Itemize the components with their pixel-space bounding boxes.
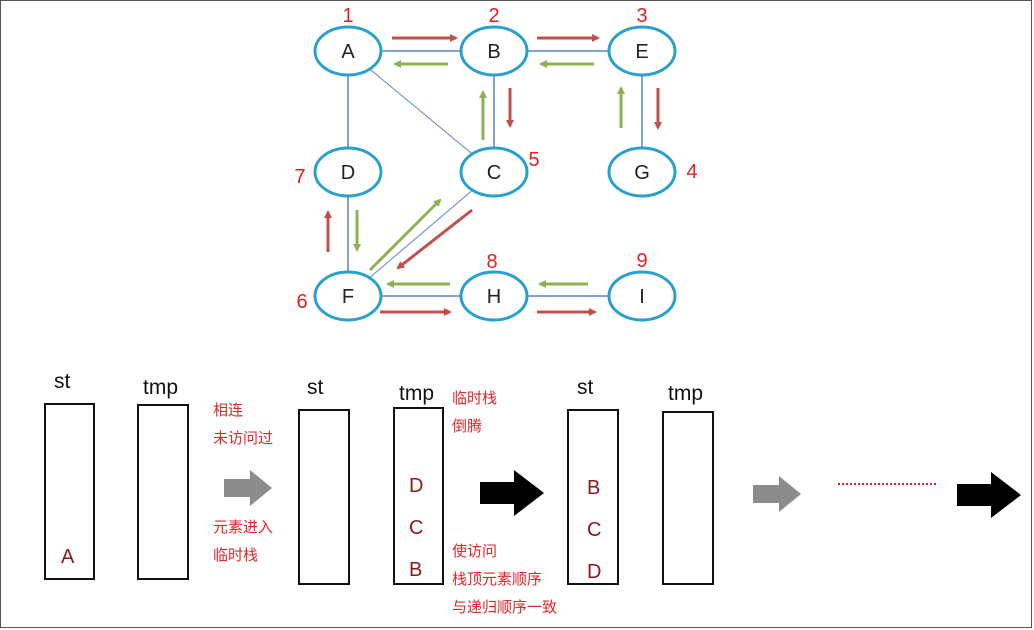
node-label-d: D bbox=[341, 162, 355, 184]
node-label-b: B bbox=[487, 41, 500, 63]
node-label-f: F bbox=[342, 286, 354, 308]
ellipsis-dots bbox=[838, 483, 936, 485]
visit-order-a: 1 bbox=[342, 5, 353, 27]
note-order-consistent: 使访问 栈顶元素顺序 与递归顺序一致 bbox=[452, 538, 557, 622]
graph-node-a: A bbox=[313, 25, 383, 77]
traversal-arrow-c-f bbox=[396, 208, 473, 270]
node-label-i: I bbox=[639, 286, 645, 308]
node-label-h: H bbox=[487, 286, 501, 308]
note2-line1: 临时栈 bbox=[452, 390, 498, 407]
panel3-st-stack: B C D bbox=[567, 409, 619, 585]
visit-order-f: 6 bbox=[296, 291, 307, 313]
note-flip-temp: 临时栈 倒腾 bbox=[452, 385, 497, 441]
panel1-st-stack: A bbox=[44, 403, 95, 580]
note-push-temp: 元素进入 临时栈 bbox=[213, 514, 273, 570]
panel1-tmp-stack bbox=[137, 404, 189, 580]
graph-node-d: D bbox=[313, 146, 383, 198]
graph-node-e: E bbox=[607, 25, 677, 77]
panel3-tmp-label: tmp bbox=[668, 382, 704, 405]
right-arrow-grey-icon bbox=[753, 476, 801, 512]
node-label-g: G bbox=[634, 162, 650, 184]
visit-order-g: 4 bbox=[686, 161, 697, 183]
dfs-graph: A 1B 2E 3G 4 C 5F 6 D 7H 8I 9 bbox=[294, 5, 698, 322]
node-label-e: E bbox=[635, 41, 648, 63]
note1-line4: 临时栈 bbox=[213, 547, 259, 564]
graph-node-i: I bbox=[607, 270, 677, 322]
panel3-st-item-c: C bbox=[587, 519, 602, 541]
visit-order-h: 8 bbox=[486, 251, 497, 273]
edge-c-f bbox=[347, 171, 495, 297]
panel1-st-label: st bbox=[54, 370, 71, 393]
panel1-st-item-a: A bbox=[61, 546, 75, 568]
graph-node-g: G bbox=[607, 146, 677, 198]
visit-order-e: 3 bbox=[636, 5, 647, 27]
panel3-st-item-b: B bbox=[587, 477, 601, 499]
panel2-tmp-label: tmp bbox=[399, 382, 435, 405]
note3-line2: 栈顶元素顺序 bbox=[452, 571, 543, 588]
backtrack-arrow-f-c bbox=[368, 198, 442, 272]
graph-node-c: C bbox=[459, 146, 529, 198]
node-label-a: A bbox=[341, 41, 355, 63]
panel2-tmp-item-b: B bbox=[409, 559, 423, 581]
panel2-tmp-stack: D C B bbox=[393, 407, 444, 585]
graph-node-f: F bbox=[313, 270, 383, 322]
note2-line2: 倒腾 bbox=[452, 418, 483, 435]
node-label-c: C bbox=[487, 162, 501, 184]
edge-a-c bbox=[347, 50, 495, 173]
note3-line3: 与递归顺序一致 bbox=[452, 599, 558, 616]
panel3-st-item-d: D bbox=[587, 561, 602, 583]
visit-order-d: 7 bbox=[294, 166, 305, 188]
graph-node-h: H bbox=[459, 270, 529, 322]
note-adjacent-unvisited: 相连 未访问过 bbox=[213, 397, 273, 453]
panel2-tmp-item-d: D bbox=[409, 475, 424, 497]
visit-order-b: 2 bbox=[488, 5, 499, 27]
visit-order-c: 5 bbox=[528, 149, 539, 171]
note1-line2: 未访问过 bbox=[213, 430, 274, 447]
panel1-tmp-label: tmp bbox=[143, 376, 179, 399]
graph-node-b: B bbox=[459, 25, 529, 77]
note1-line3: 元素进入 bbox=[213, 519, 274, 536]
panel3-st-label: st bbox=[577, 376, 594, 399]
panel2-tmp-item-c: C bbox=[409, 517, 424, 539]
panel2-st-stack bbox=[298, 409, 350, 585]
right-arrow-black-icon bbox=[957, 472, 1021, 518]
right-arrow-black-icon bbox=[480, 470, 544, 516]
note3-line1: 使访问 bbox=[452, 543, 498, 560]
panel2-st-label: st bbox=[307, 376, 324, 399]
visit-order-i: 9 bbox=[636, 250, 647, 272]
note1-line1: 相连 bbox=[213, 402, 244, 419]
right-arrow-grey-icon bbox=[224, 470, 272, 506]
panel3-tmp-stack bbox=[662, 411, 714, 585]
